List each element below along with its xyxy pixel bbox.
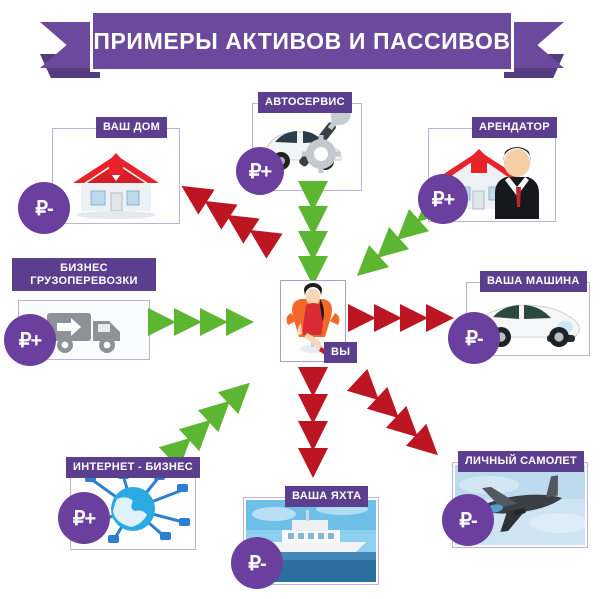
arrow-head-icon (298, 448, 328, 478)
center-node-you[interactable]: ВЫ (280, 280, 358, 363)
arrow-head-icon (400, 304, 428, 332)
arrow-head-icon (348, 304, 376, 332)
arrow-head-icon (298, 394, 328, 424)
node-card-trucking[interactable]: БИЗНЕС ГРУЗОПЕРЕВОЗКИ ₽+ (4, 258, 156, 366)
page-title: ПРИМЕРЫ АКТИВОВ И ПАССИВОВ (93, 27, 511, 54)
delivery-truck-icon (21, 303, 147, 357)
node-label-plane: ЛИЧНЫЙ САМОЛЕТ (458, 451, 585, 472)
node-card-autoservice[interactable]: АВТОСЕРВИС ₽+ (236, 92, 362, 195)
title-ribbon: ПРИМЕРЫ АКТИВОВ И ПАССИВОВ (0, 10, 604, 78)
arrow-head-icon (298, 421, 328, 451)
node-label-car: ВАША МАШИНА (480, 271, 587, 292)
node-card-tenant[interactable]: АРЕНДАТОР ₽+ (418, 117, 557, 224)
badge-internet: ₽+ (58, 492, 110, 544)
badge-trucking: ₽+ (4, 314, 56, 366)
arrow-head-icon (226, 308, 254, 336)
arrow-head-icon (200, 308, 228, 336)
node-card-plane[interactable]: ЛИЧНЫЙ САМОЛЕТ ₽- (442, 451, 588, 548)
badge-plane: ₽- (442, 494, 494, 546)
badge-yacht: ₽- (231, 537, 283, 589)
house-red-roof-icon (55, 131, 177, 221)
node-card-internet[interactable]: ИНТЕРНЕТ - БИЗНЕС ₽+ (58, 457, 201, 550)
node-card-yacht[interactable]: ВАША ЯХТА ₽- (231, 486, 379, 589)
badge-autoservice: ₽+ (236, 147, 284, 195)
arrow-head-icon (298, 367, 328, 397)
node-label-tenant: АРЕНДАТОР (472, 117, 557, 138)
ribbon-body: ПРИМЕРЫ АКТИВОВ И ПАССИВОВ (90, 10, 514, 72)
node-card-house[interactable]: ВАШ ДОМ ₽- (18, 117, 180, 234)
node-label-autoservice: АВТОСЕРВИС (258, 92, 352, 113)
node-label-yacht: ВАША ЯХТА (285, 486, 369, 507)
badge-house: ₽- (18, 182, 70, 234)
center-label-you: ВЫ (324, 342, 358, 363)
node-label-internet: ИНТЕРНЕТ - БИЗНЕС (66, 457, 201, 478)
arrow-head-icon (148, 308, 176, 336)
badge-tenant: ₽+ (418, 174, 468, 224)
arrow-head-icon (374, 304, 402, 332)
badge-car: ₽- (448, 312, 500, 364)
node-label-trucking: БИЗНЕС ГРУЗОПЕРЕВОЗКИ (12, 258, 156, 292)
node-card-car[interactable]: ВАША МАШИНА ₽- (448, 271, 590, 364)
arrow-head-icon (174, 308, 202, 336)
node-label-house: ВАШ ДОМ (96, 117, 168, 138)
